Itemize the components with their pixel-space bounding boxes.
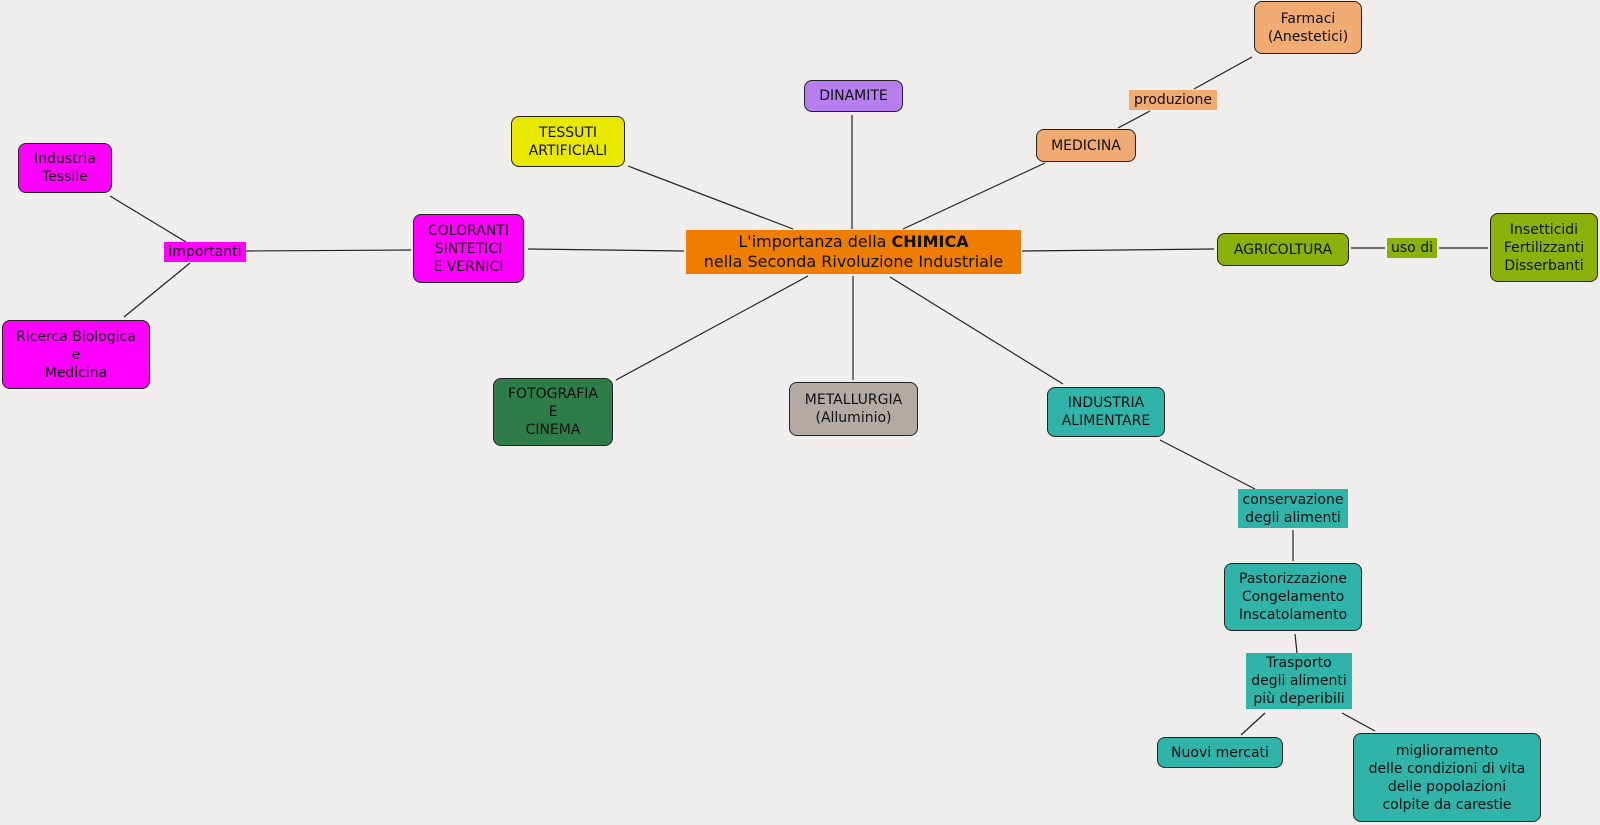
link-trasporto: Trasporto degli alimenti più deperibili bbox=[1246, 653, 1352, 709]
node-insetticidi: Insetticidi Fertilizzanti Disserbanti bbox=[1490, 213, 1598, 282]
node-nuovi-mercati: Nuovi mercati bbox=[1157, 737, 1283, 768]
node-coloranti: COLORANTI SINTETICI E VERNICI bbox=[413, 214, 524, 283]
line-center-alimentare bbox=[889, 276, 1064, 385]
line-trasporto-miglioramento bbox=[1341, 712, 1376, 732]
line-pastorizzazione-trasporto bbox=[1294, 633, 1298, 654]
node-fotografia-cinema: FOTOGRAFIA E CINEMA bbox=[493, 378, 613, 446]
central-title-prefix: L'importanza della bbox=[738, 232, 892, 251]
link-importanti: importanti bbox=[164, 242, 246, 262]
node-miglioramento: miglioramento delle condizioni di vita d… bbox=[1353, 733, 1541, 822]
node-industria-tessile: Industria Tessile bbox=[18, 143, 112, 193]
central-title-line2: nella Seconda Rivoluzione Industriale bbox=[703, 252, 1004, 271]
node-medicina: MEDICINA bbox=[1036, 129, 1136, 162]
node-farmaci: Farmaci (Anestetici) bbox=[1254, 1, 1362, 54]
line-trasporto-nuovimercati bbox=[1240, 712, 1266, 736]
central-concept: L'importanza della CHIMICA nella Seconda… bbox=[686, 230, 1021, 274]
node-dinamite: DINAMITE bbox=[804, 80, 903, 112]
line-center-fotografia bbox=[615, 275, 809, 381]
node-metallurgia: METALLURGIA (Alluminio) bbox=[789, 382, 918, 436]
node-industria-alimentare: INDUSTRIA ALIMENTARE bbox=[1047, 387, 1165, 437]
node-pastorizzazione: Pastorizzazione Congelamento Inscatolame… bbox=[1224, 563, 1362, 631]
link-conservazione: conservazione degli alimenti bbox=[1238, 489, 1348, 528]
central-concept-text: L'importanza della CHIMICA nella Seconda… bbox=[704, 232, 1004, 272]
line-coloranti-center bbox=[527, 248, 685, 252]
node-ricerca-biologica: Ricerca Biologica e Medicina bbox=[2, 320, 150, 389]
node-tessuti-artificiali: TESSUTI ARTIFICIALI bbox=[511, 116, 625, 167]
line-tessuti-center bbox=[627, 165, 794, 230]
line-produzione-farmaci bbox=[1193, 56, 1253, 90]
link-uso-di: uso di bbox=[1387, 238, 1437, 258]
line-medicina-produzione bbox=[1117, 110, 1151, 129]
line-ricerca-importanti bbox=[123, 262, 191, 318]
line-center-agricoltura bbox=[1021, 248, 1215, 252]
central-title-bold: CHIMICA bbox=[891, 232, 969, 251]
node-agricoltura: AGRICOLTURA bbox=[1217, 233, 1349, 266]
link-produzione: produzione bbox=[1129, 90, 1217, 110]
line-importanti-coloranti bbox=[245, 249, 412, 252]
line-tessile-importanti bbox=[109, 195, 187, 243]
line-alimentare-conservazione bbox=[1159, 439, 1256, 490]
line-medicina-center bbox=[902, 162, 1046, 230]
